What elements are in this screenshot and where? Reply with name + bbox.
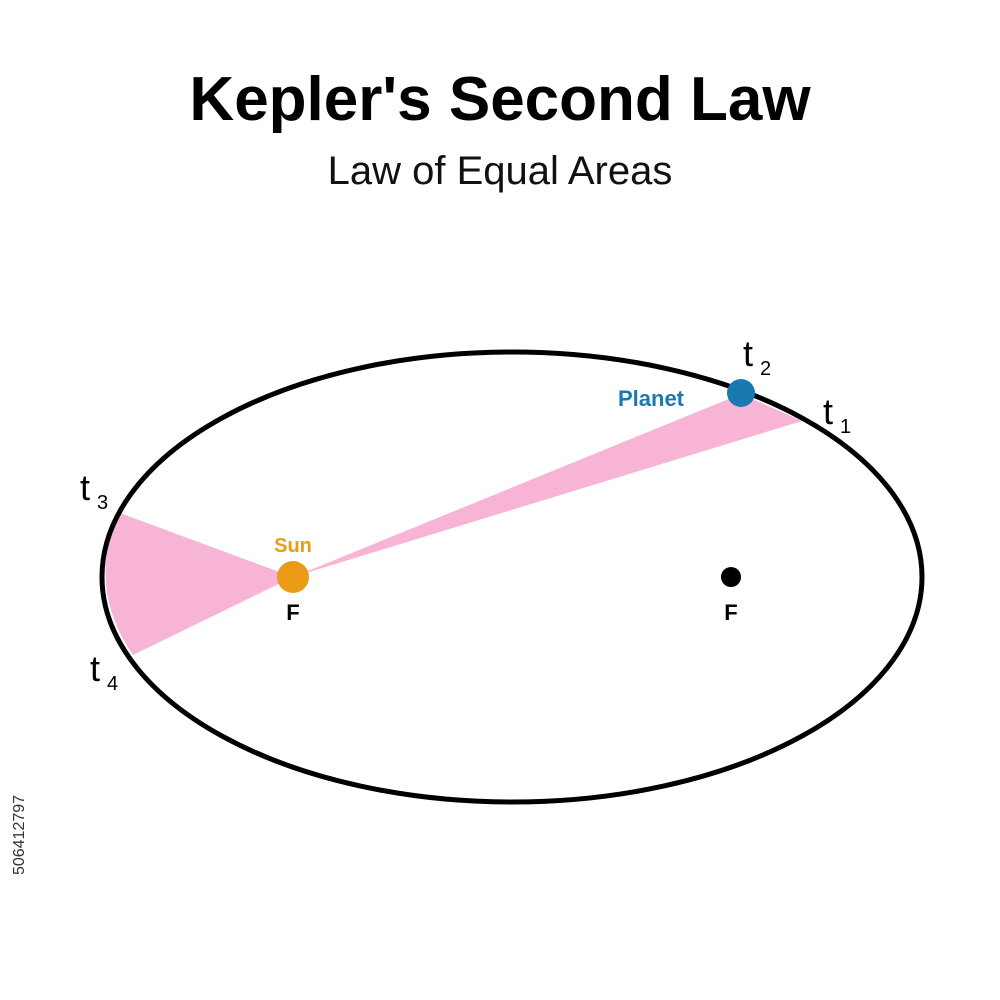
planet-icon [727, 379, 755, 407]
diagram-subtitle: Law of Equal Areas [327, 149, 673, 193]
diagram-title: Kepler's Second Law [189, 65, 811, 134]
svg-text:t: t [743, 333, 753, 374]
elliptical-orbit [99, 349, 925, 805]
svg-text:t: t [90, 648, 100, 689]
stock-id-watermark: 506412797 [11, 794, 28, 876]
focus-label-left: F [286, 600, 299, 625]
focus-label-right: F [724, 600, 737, 625]
svg-text:1: 1 [840, 416, 851, 438]
planet-label: Planet [618, 386, 685, 411]
svg-text:t: t [823, 391, 833, 432]
swept-area-near [105, 513, 293, 655]
time-label-t3: t 3 [80, 467, 108, 514]
empty-focus-dot [721, 567, 741, 587]
svg-text:3: 3 [97, 492, 108, 514]
sun-icon [277, 561, 309, 593]
time-label-t1: t 1 [823, 391, 851, 438]
svg-text:4: 4 [107, 673, 118, 695]
svg-text:2: 2 [760, 358, 771, 380]
time-label-t4: t 4 [90, 648, 118, 695]
swept-area-far [293, 394, 802, 577]
sun-label: Sun [274, 535, 312, 557]
svg-text:t: t [80, 467, 90, 508]
time-label-t2: t 2 [743, 333, 771, 380]
